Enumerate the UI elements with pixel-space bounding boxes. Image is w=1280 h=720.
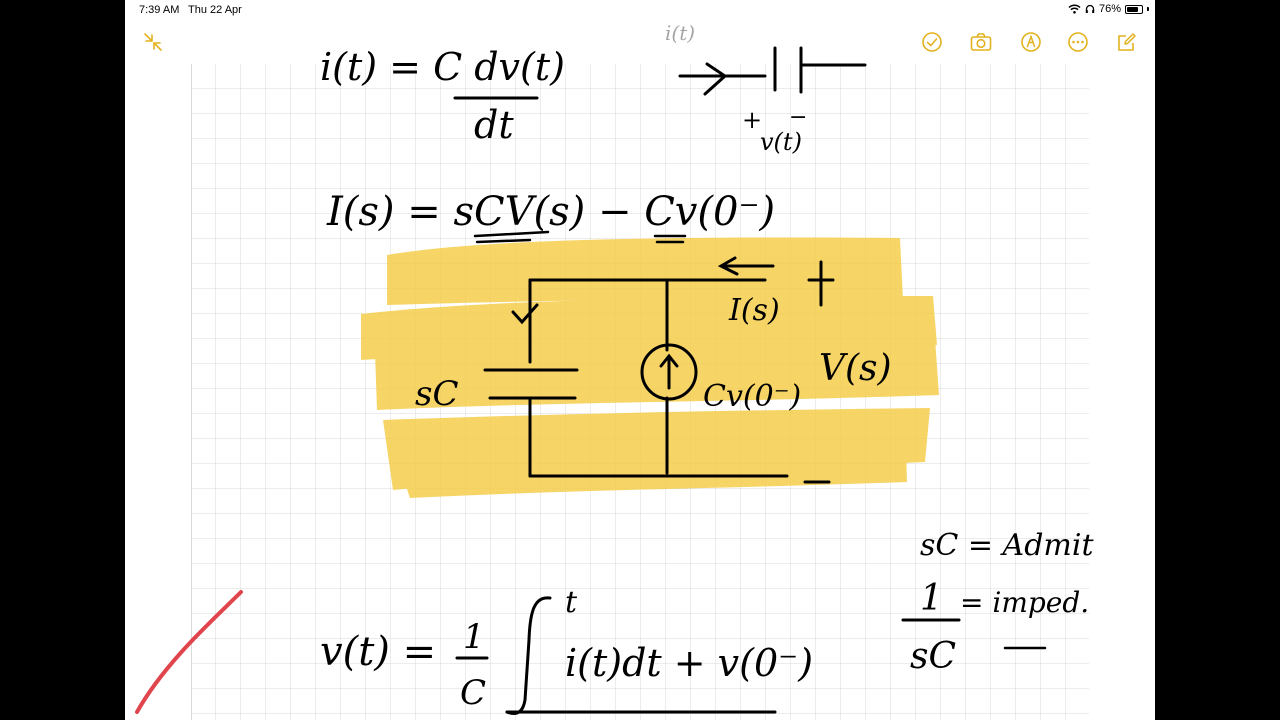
circuit-current: I(s) bbox=[728, 293, 780, 328]
collapse-arrows-icon[interactable] bbox=[142, 31, 164, 53]
checkmark-circle-icon[interactable] bbox=[921, 31, 943, 53]
more-ellipsis-icon[interactable] bbox=[1067, 31, 1089, 53]
imped-note: 1 sC = imped. bbox=[901, 578, 1089, 677]
status-date: Thu 22 Apr bbox=[188, 4, 242, 16]
battery-tip bbox=[1147, 7, 1149, 11]
camera-icon[interactable] bbox=[970, 31, 992, 53]
status-indicators: 76% bbox=[1068, 3, 1149, 15]
equation-i-t: i(t) = C dv(t) dt bbox=[320, 45, 565, 147]
cap-label-current: i(t) bbox=[665, 21, 695, 45]
status-bar: 7:39 AM Thu 22 Apr 76% bbox=[125, 0, 1155, 22]
vt-frac-num: 1 bbox=[463, 617, 485, 657]
letterbox-right bbox=[1155, 0, 1280, 720]
cap-plus: + bbox=[742, 106, 762, 134]
vt-frac-den: C bbox=[460, 673, 486, 713]
red-pencil-stroke bbox=[135, 590, 243, 714]
wifi-icon bbox=[1068, 4, 1081, 14]
circuit-voltage: V(s) bbox=[819, 348, 892, 389]
imped-den: sC bbox=[910, 636, 956, 677]
cap-voltage: v(t) bbox=[760, 128, 802, 156]
circuit-sc: sC bbox=[415, 374, 458, 414]
vt-lhs: v(t) = bbox=[320, 629, 436, 675]
headphones-icon bbox=[1085, 4, 1095, 13]
imped-text: = imped. bbox=[960, 586, 1089, 619]
battery-icon bbox=[1125, 4, 1143, 14]
letterbox-left bbox=[0, 0, 125, 720]
imped-num: 1 bbox=[920, 578, 943, 619]
notes-screen: 7:39 AM Thu 22 Apr 76% bbox=[125, 0, 1155, 720]
capacitor-sketch bbox=[678, 46, 867, 96]
admit-note: sC = Admit bbox=[920, 528, 1094, 563]
vt-integral-equation: v(t) = 1 C t i(t)dt + v(0⁻) bbox=[320, 585, 813, 715]
laplace-equation: I(s) = sCV(s) − Cv(0⁻) bbox=[326, 189, 775, 244]
eq-dt: dt bbox=[474, 103, 514, 147]
circuit-source: Cv(0⁻) bbox=[703, 379, 801, 414]
cap-minus: − bbox=[789, 105, 807, 130]
laplace-eq-text: I(s) = sCV(s) − Cv(0⁻) bbox=[326, 189, 775, 235]
vt-upper: t bbox=[565, 585, 578, 620]
status-time: 7:39 AM bbox=[139, 4, 180, 16]
vt-integrand: i(t)dt + v(0⁻) bbox=[565, 641, 813, 685]
s-domain-circuit bbox=[483, 256, 835, 484]
handwriting-layer: i(t) = C dv(t) dt i(t) + − v(t) I(s) = s… bbox=[135, 21, 1094, 715]
battery-percent: 76% bbox=[1098, 3, 1121, 15]
yellow-highlight bbox=[361, 237, 939, 498]
markup-pen-icon[interactable] bbox=[1020, 31, 1042, 53]
eq-i-top: i(t) = C dv(t) bbox=[320, 45, 565, 89]
compose-icon[interactable] bbox=[1116, 31, 1138, 53]
